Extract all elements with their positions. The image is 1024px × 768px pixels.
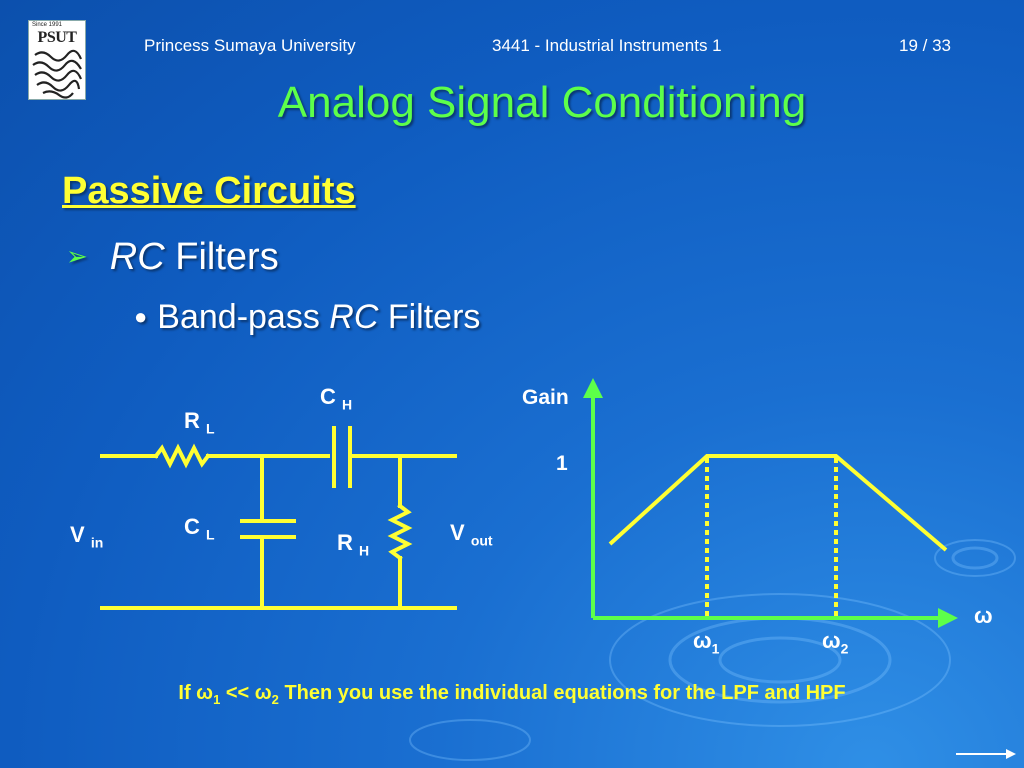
label-rl: R L — [184, 408, 215, 437]
label-omega1: ω1 — [693, 628, 720, 657]
bullet-band-pass: ● Band-pass RC Filters — [134, 298, 480, 337]
slide-title: Analog Signal Conditioning — [277, 78, 807, 127]
bullet-dot-icon: ● — [134, 304, 148, 329]
x-axis-arrow-icon — [938, 608, 958, 628]
logo-emblem — [32, 49, 83, 99]
label-omega2: ω2 — [822, 628, 849, 657]
header-course: 3441 - Industrial Instruments 1 — [492, 36, 722, 55]
y-axis-arrow-icon — [583, 378, 603, 398]
footer-note: If ω1 << ω2 Then you use the individual … — [178, 682, 846, 707]
label-vout: V out — [450, 520, 493, 549]
graph-y-tick: 1 — [556, 452, 568, 475]
bullet2-text: Filters — [378, 298, 481, 336]
label-cl: C L — [184, 514, 215, 543]
section-heading: Passive Circuits — [62, 170, 356, 212]
header-page-number: 19 / 33 — [899, 36, 951, 55]
gain-curve — [608, 454, 948, 552]
label-ch: C H — [320, 384, 353, 413]
cutoff-markers — [705, 458, 838, 616]
bullet-rc-filters: ➢ RC Filters — [66, 236, 279, 279]
university-logo: Since 1991 PSUT — [28, 20, 86, 100]
label-vin: V in — [70, 522, 104, 551]
bullet2-italic: RC — [329, 298, 379, 336]
logo-since-text: Since 1991 — [32, 22, 63, 28]
header-university: Princess Sumaya University — [144, 36, 356, 55]
bullet2-pre: Band-pass — [157, 298, 330, 336]
graph-axes — [591, 394, 942, 620]
graph-y-label: Gain — [522, 386, 569, 409]
bullet-arrow-icon: ➢ — [66, 241, 88, 271]
logo-abbreviation: PSUT — [37, 29, 77, 46]
bullet1-italic: RC — [109, 236, 165, 278]
graph-x-label: ω — [974, 603, 993, 628]
bullet1-text: Filters — [164, 236, 279, 278]
label-rh: R H — [337, 530, 370, 559]
